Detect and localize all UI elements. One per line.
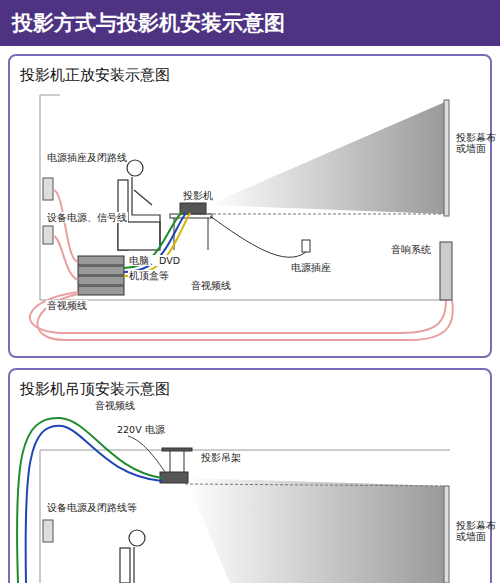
beam-edge [185, 484, 445, 486]
light-beam [208, 102, 445, 214]
wall-socket [43, 226, 53, 244]
panel: 投影机正放安装示意图 [8, 54, 492, 358]
viewer [120, 530, 145, 583]
screen [444, 100, 449, 216]
projector-table [170, 203, 212, 250]
callout-label: 音响系统 [390, 244, 432, 255]
callout-label: 设备电源及闭路线等 [46, 502, 138, 513]
title: 投影方式与投影机安装示意图 [0, 0, 500, 46]
callout-label: 电源插座及闭路线 [46, 152, 128, 163]
callout-label: 电源插座 [290, 262, 332, 273]
wires-2 [17, 418, 165, 583]
device-stack [78, 256, 124, 295]
power-outlet [302, 240, 310, 252]
callout-label: 音视频线 [190, 280, 232, 291]
callout-label: 机顶盒等 [128, 270, 170, 281]
viewer [118, 160, 160, 250]
callout-label: 设备电源、信号线 [46, 212, 128, 223]
panel: 投影机吊顶安装示意图 [8, 368, 492, 583]
screen [444, 486, 449, 583]
callout-label: 投影吊架 [200, 452, 242, 463]
callout-label: 投影机 [182, 190, 214, 201]
wall-socket [43, 178, 53, 200]
callout-label: 音视频线 [46, 300, 88, 311]
panel-heading: 投影机吊顶安装示意图 [20, 380, 170, 399]
light-beam [185, 478, 445, 583]
beam-edge [208, 214, 445, 215]
panel-heading: 投影机正放安装示意图 [20, 66, 170, 85]
callout-label: 音视频线 [94, 400, 136, 411]
wires-1 [30, 190, 453, 340]
speaker [440, 242, 452, 300]
callout-label: 投影幕布或墙面 [455, 132, 497, 155]
room-1 [40, 95, 450, 300]
callout-label: 220V 电源 [116, 424, 166, 435]
callout-label: 电脑、DVD [128, 255, 181, 266]
wall-socket [43, 520, 53, 542]
callout-label: 投影幕布或墙面 [455, 520, 497, 543]
ceiling-mount [160, 448, 192, 483]
room-2 [40, 450, 450, 583]
title-bar: 投影方式与投影机安装示意图 [0, 0, 500, 46]
